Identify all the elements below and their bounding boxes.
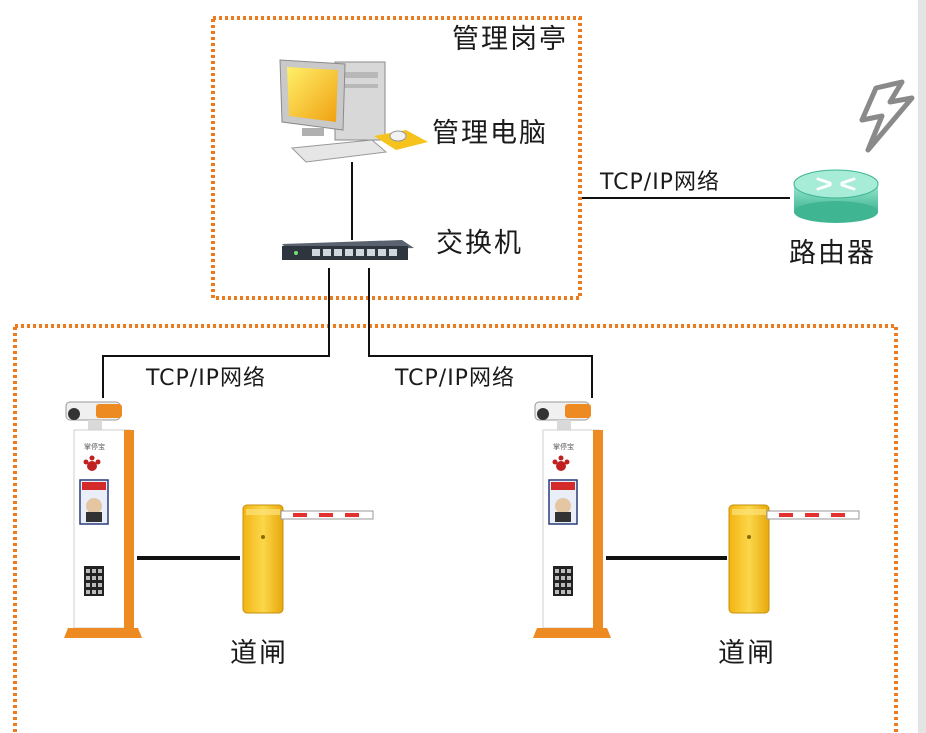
terminal-brand-label: 掌停宝 (553, 443, 574, 451)
scrollbar[interactable] (918, 0, 926, 733)
parking-terminal-icon (532, 401, 612, 639)
field-border (13, 324, 898, 733)
lightning-icon (859, 79, 915, 153)
barrier-gate-icon (242, 504, 374, 614)
network-label-right: TCP/IP网络 (395, 366, 515, 391)
router-label: 路由器 (789, 238, 876, 269)
computer-icon (279, 59, 428, 163)
parking-terminal-icon (63, 401, 143, 639)
gate-label-right: 道闸 (718, 638, 776, 669)
router-icon (793, 169, 879, 223)
terminal-brand-label: 掌停宝 (84, 443, 105, 451)
network-label-top: TCP/IP网络 (600, 170, 720, 195)
network-switch-icon (282, 240, 414, 260)
switch-label: 交换机 (436, 228, 523, 259)
barrier-gate-icon (728, 504, 860, 614)
booth-label: 管理岗亭 (452, 24, 568, 55)
network-label-left: TCP/IP网络 (146, 366, 266, 391)
booth-border (211, 16, 582, 300)
gate-label-left: 道闸 (230, 638, 288, 669)
computer-label: 管理电脑 (432, 118, 548, 149)
connection-lines (102, 162, 790, 398)
